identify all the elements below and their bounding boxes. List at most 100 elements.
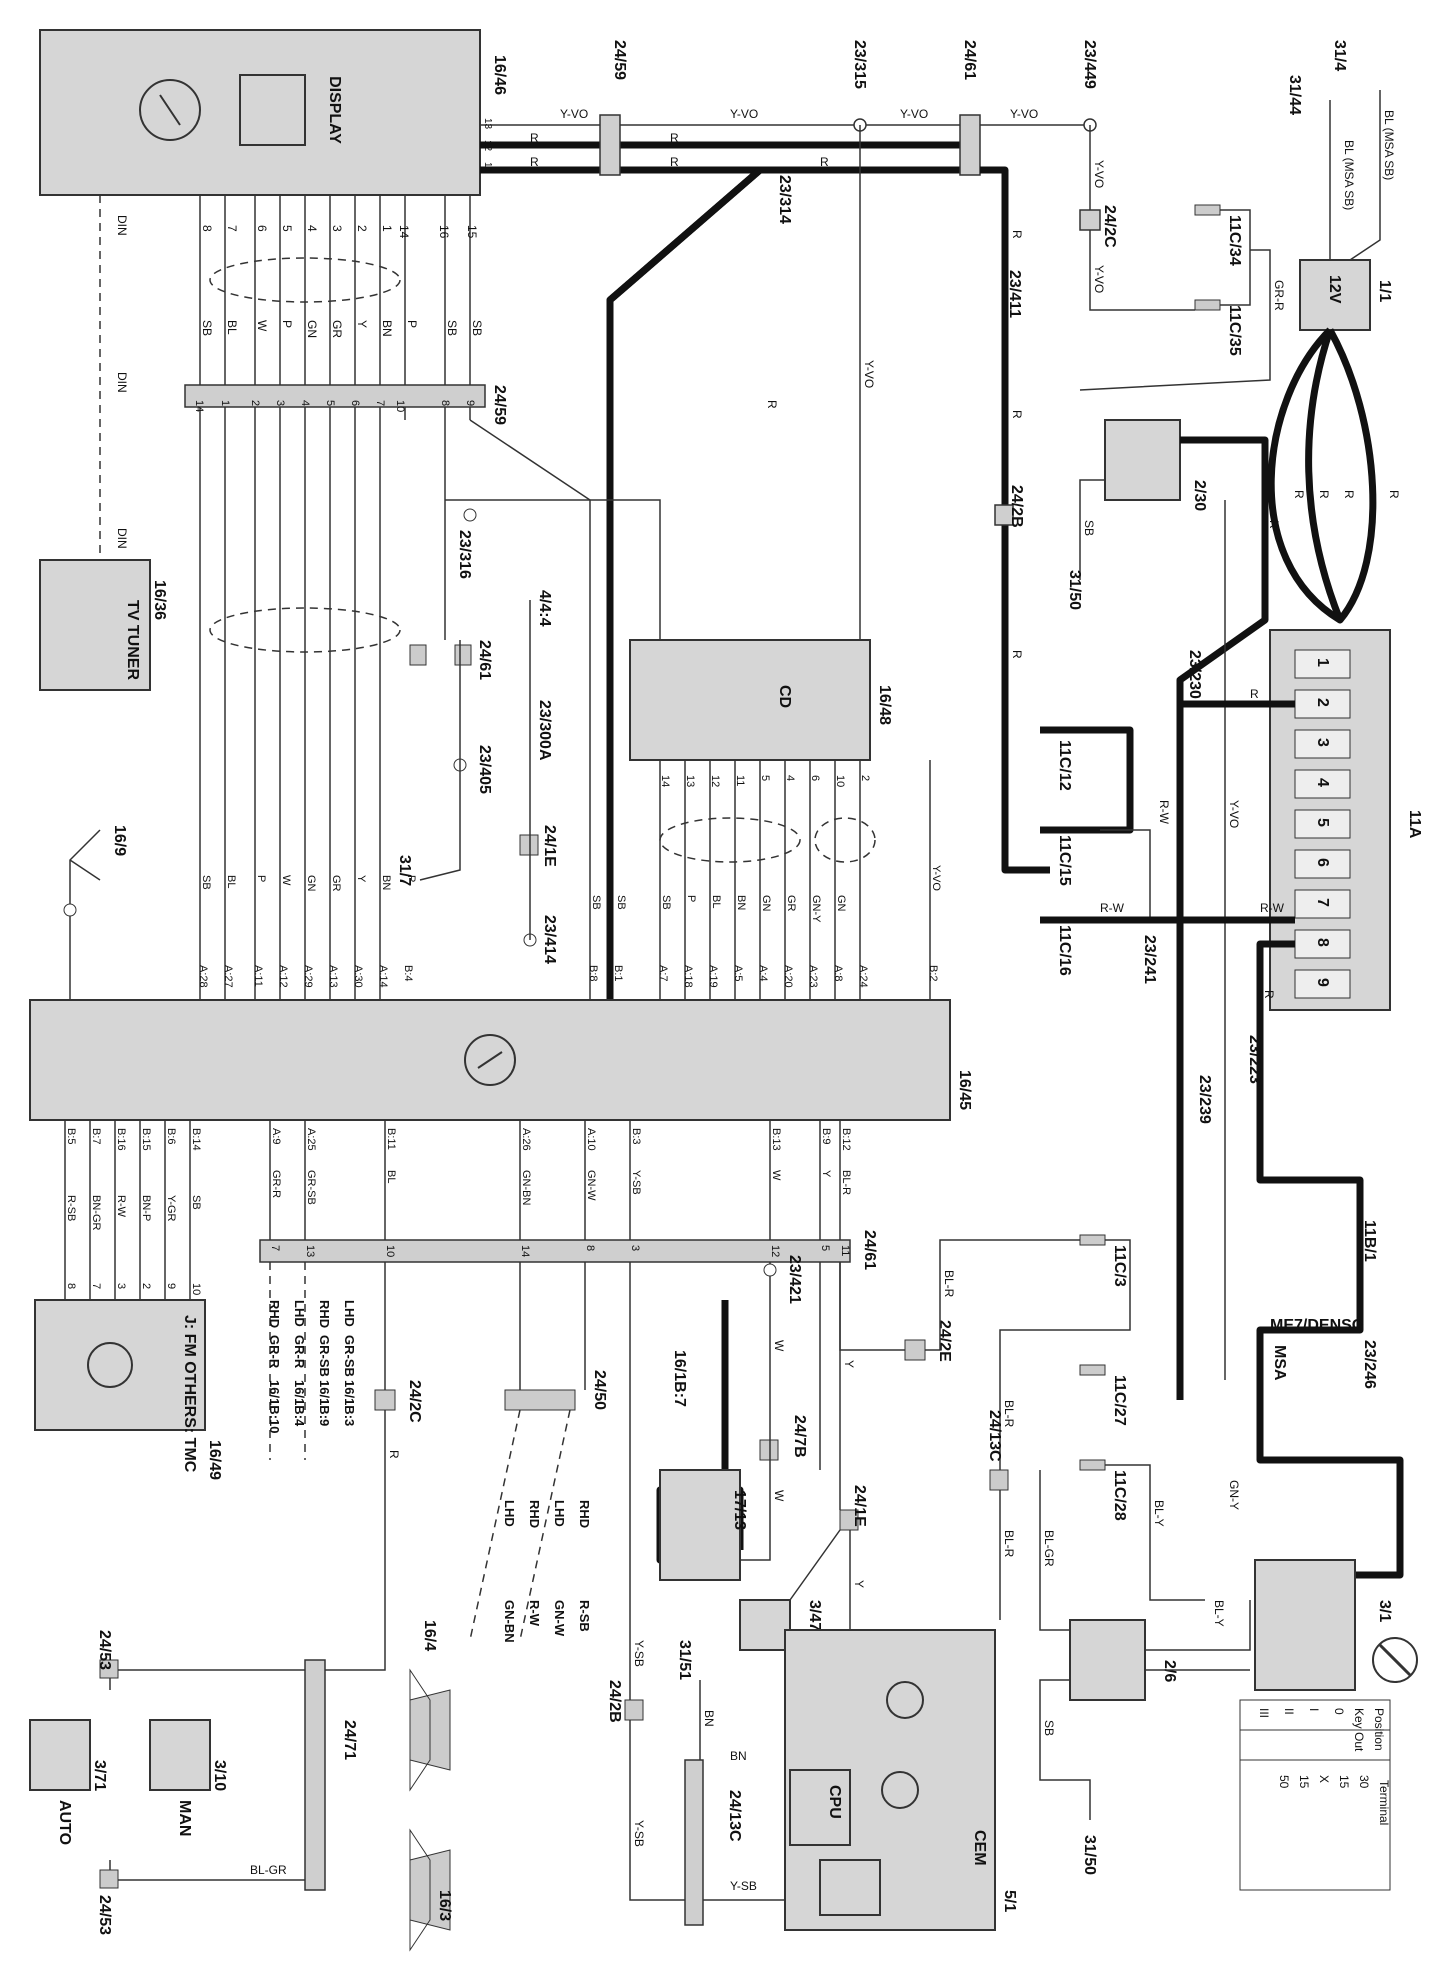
svg-text:23/239: 23/239: [1196, 1075, 1213, 1124]
svg-text:1: 1: [380, 225, 394, 232]
svg-text:11: 11: [839, 1245, 851, 1256]
svg-text:24/13C: 24/13C: [726, 1790, 743, 1842]
svg-text:16: 16: [437, 225, 451, 239]
svg-text:GR-R: GR-R: [1272, 280, 1286, 311]
svg-text:2/6: 2/6: [1161, 1660, 1178, 1682]
svg-text:1/1: 1/1: [1376, 280, 1393, 302]
svg-text:23/246: 23/246: [1361, 1340, 1378, 1389]
svg-text:14: 14: [193, 400, 205, 412]
svg-text:A:8: A:8: [832, 965, 844, 982]
svg-text:3/10: 3/10: [211, 1760, 228, 1791]
svg-text:BL: BL: [710, 895, 722, 908]
svg-text:23/300A: 23/300A: [536, 700, 553, 761]
svg-text:B:8: B:8: [587, 965, 599, 982]
svg-text:A:11: A:11: [252, 965, 264, 987]
svg-text:13: 13: [304, 1245, 316, 1257]
svg-text:SB: SB: [1042, 1720, 1056, 1736]
svg-text:24/2C: 24/2C: [406, 1380, 423, 1423]
svg-text:B:5: B:5: [65, 1128, 77, 1145]
svg-text:SB: SB: [615, 895, 627, 910]
svg-text:24/50: 24/50: [591, 1370, 608, 1410]
svg-text:SB: SB: [470, 320, 484, 336]
svg-text:5/1: 5/1: [1001, 1890, 1018, 1912]
svg-text:LHD: LHD: [552, 1500, 567, 1527]
svg-text:8: 8: [200, 225, 214, 232]
svg-text:14: 14: [397, 225, 411, 239]
svg-text:P: P: [685, 895, 697, 902]
svg-text:23/223: 23/223: [1246, 1035, 1263, 1084]
svg-text:16/1B:4: 16/1B:4: [292, 1380, 307, 1427]
svg-text:R-W: R-W: [1100, 901, 1125, 915]
wire-r-cd: [606, 167, 763, 640]
svg-text:24/2E: 24/2E: [936, 1320, 953, 1362]
svg-text:4/4:4: 4/4:4: [536, 590, 553, 627]
svg-text:LHD: LHD: [502, 1500, 517, 1527]
battery: [1299, 259, 1371, 331]
svg-text:BL: BL: [225, 875, 237, 888]
svg-text:17/13: 17/13: [731, 1490, 748, 1530]
svg-text:24/59: 24/59: [491, 385, 508, 425]
svg-text:11C/34: 11C/34: [1226, 215, 1243, 266]
svg-text:R: R: [1342, 490, 1356, 499]
svg-text:16/3: 16/3: [436, 1890, 453, 1921]
svg-text:LHD: LHD: [292, 1300, 307, 1327]
svg-text:A:28: A:28: [197, 965, 209, 988]
svg-text:4: 4: [784, 775, 796, 781]
svg-text:5: 5: [1314, 818, 1331, 827]
svg-text:BL-R: BL-R: [1002, 1400, 1016, 1428]
svg-text:11C/3: 11C/3: [1111, 1245, 1128, 1287]
svg-text:A:26: A:26: [520, 1128, 532, 1151]
connector-24-59-pins: 14 1 2 3 4 5 6 7 10 8 9: [193, 400, 476, 412]
svg-text:12: 12: [769, 1245, 781, 1257]
svg-text:R-W: R-W: [115, 1195, 127, 1218]
svg-text:GN-W: GN-W: [585, 1170, 597, 1201]
svg-text:24/53: 24/53: [96, 1630, 113, 1670]
svg-text:24/2C: 24/2C: [1101, 205, 1118, 248]
display-wire-colors: SB BL W P GN GR Y BN P SB SB: [200, 320, 484, 338]
svg-text:5: 5: [280, 225, 294, 232]
svg-text:Y: Y: [842, 1360, 856, 1368]
svg-text:24/71: 24/71: [341, 1720, 358, 1760]
svg-text:BL-GR: BL-GR: [1042, 1530, 1056, 1567]
svg-text:31/44: 31/44: [1286, 75, 1303, 115]
svg-text:Y-VO: Y-VO: [1092, 160, 1106, 188]
wire-r-radio: [606, 167, 763, 1000]
svg-text:R: R: [1010, 650, 1024, 659]
svg-text:SB: SB: [200, 875, 212, 890]
svg-text:A:27: A:27: [222, 965, 234, 988]
svg-text:B:2: B:2: [927, 965, 939, 982]
svg-text:R: R: [670, 131, 679, 145]
svg-text:31/50: 31/50: [1081, 1835, 1098, 1875]
switch-3-47: [739, 1599, 791, 1651]
fuse-list: 1 2 3 4 5 6 7 8 9: [1294, 649, 1351, 999]
svg-text:GR-SB: GR-SB: [317, 1335, 332, 1377]
svg-text:5: 5: [759, 775, 771, 781]
svg-text:6: 6: [349, 400, 361, 406]
svg-text:GR-SB: GR-SB: [305, 1170, 317, 1205]
svg-text:B:11: B:11: [385, 1128, 397, 1150]
svg-text:11C/12: 11C/12: [1056, 740, 1073, 791]
svg-text:Y-VO: Y-VO: [900, 107, 928, 121]
svg-text:0: 0: [1332, 1708, 1346, 1715]
svg-text:B:16: B:16: [115, 1128, 127, 1151]
svg-text:1: 1: [1314, 658, 1331, 667]
svg-text:GR: GR: [330, 320, 344, 338]
obd-connector: [659, 1469, 741, 1581]
svg-text:GN: GN: [305, 320, 319, 338]
svg-text:BL (MSA SB): BL (MSA SB): [1342, 140, 1356, 210]
svg-text:SB: SB: [445, 320, 459, 336]
svg-text:BN: BN: [735, 895, 747, 910]
svg-text:BN-P: BN-P: [140, 1195, 152, 1221]
svg-text:DIN: DIN: [115, 372, 129, 393]
svg-text:Y-SB: Y-SB: [630, 1170, 642, 1195]
svg-text:R: R: [1292, 490, 1306, 499]
svg-text:R: R: [1387, 490, 1401, 499]
svg-text:31/7: 31/7: [396, 855, 413, 886]
svg-text:Key Out: Key Out: [1352, 1708, 1366, 1752]
svg-text:3/1: 3/1: [1376, 1600, 1393, 1622]
svg-text:3: 3: [330, 225, 344, 232]
svg-text:A:4: A:4: [757, 965, 769, 982]
svg-text:24/59: 24/59: [611, 40, 628, 80]
svg-text:16/36: 16/36: [151, 580, 168, 620]
